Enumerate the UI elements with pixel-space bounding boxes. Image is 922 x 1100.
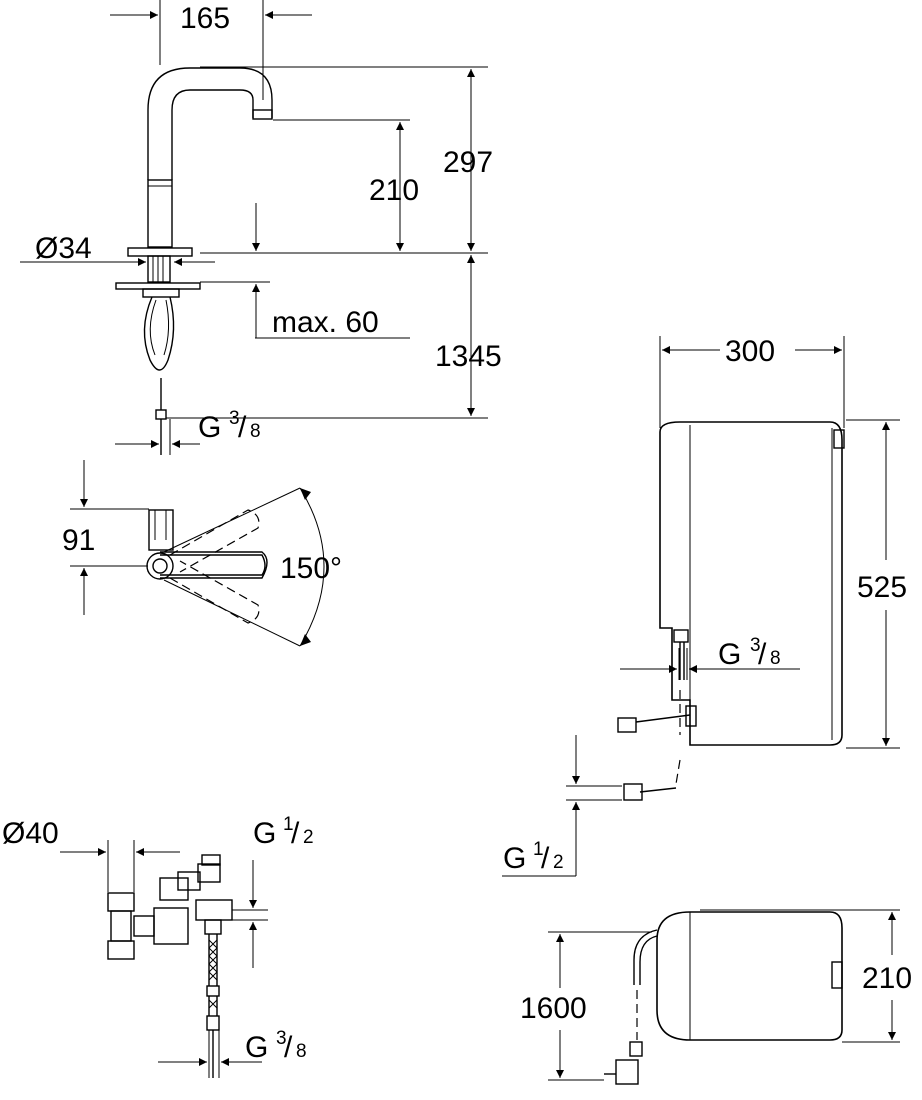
svg-text:G: G [718,638,741,671]
overall-height-label: 297 [443,146,493,179]
svg-text:1: 1 [283,814,294,835]
svg-text:8: 8 [250,421,261,442]
box-supply-thread-label: G 1 / 2 [503,839,564,875]
faucet-dimension-labels: 165 210 297 Ø34 max. 60 1345 G 3 / 8 [35,2,502,444]
svg-text:2: 2 [553,852,564,873]
svg-text:3: 3 [229,408,240,429]
svg-text:3: 3 [750,635,761,656]
box-width-label: 300 [725,335,775,368]
handle-offset-label: 91 [62,524,95,557]
svg-text:G: G [503,842,526,875]
faucet-thread-label: G 3 / 8 [198,408,261,444]
control-box-front-view [502,336,900,877]
svg-text:2: 2 [303,827,314,848]
base-diameter-label: Ø34 [35,232,92,265]
svg-text:/: / [284,1031,293,1064]
box-height-label: 525 [857,571,907,604]
box-depth-label: 210 [862,962,912,995]
svg-text:G: G [253,817,276,850]
svg-text:8: 8 [296,1041,307,1062]
box-thread-label: G 3 / 8 [718,635,781,671]
swivel-angle-label: 150° [280,552,342,585]
valve-assembly [60,840,268,1078]
svg-text:/: / [238,411,247,444]
valve-thread-bottom-label: G 3 / 8 [245,1028,307,1064]
svg-text:G: G [198,411,221,444]
cable-length-label: 1600 [520,992,587,1025]
faucet-side-view [20,0,488,455]
swivel-top-view [70,460,325,647]
max-deck-label: max. 60 [272,306,379,339]
valve-thread-top-label: G 1 / 2 [253,814,314,850]
control-box-side-view [548,909,900,1085]
svg-text:/: / [291,817,300,850]
hose-length-label: 1345 [435,340,502,373]
valve-diameter-label: Ø40 [2,817,59,850]
svg-text:G: G [245,1031,268,1064]
spout-height-label: 210 [369,174,419,207]
svg-text:3: 3 [276,1028,287,1049]
svg-text:/: / [758,638,767,671]
control-box-labels: 300 525 G 3 / 8 G 1 / 2 [503,335,907,875]
svg-text:1: 1 [533,839,544,860]
valve-labels: Ø40 G 1 / 2 G 3 / 8 [2,814,314,1064]
swivel-labels: 91 150° [62,524,342,585]
side-box-labels: 1600 210 [520,962,912,1025]
svg-text:8: 8 [770,648,781,669]
spout-reach-label: 165 [180,2,230,35]
svg-text:/: / [541,842,550,875]
